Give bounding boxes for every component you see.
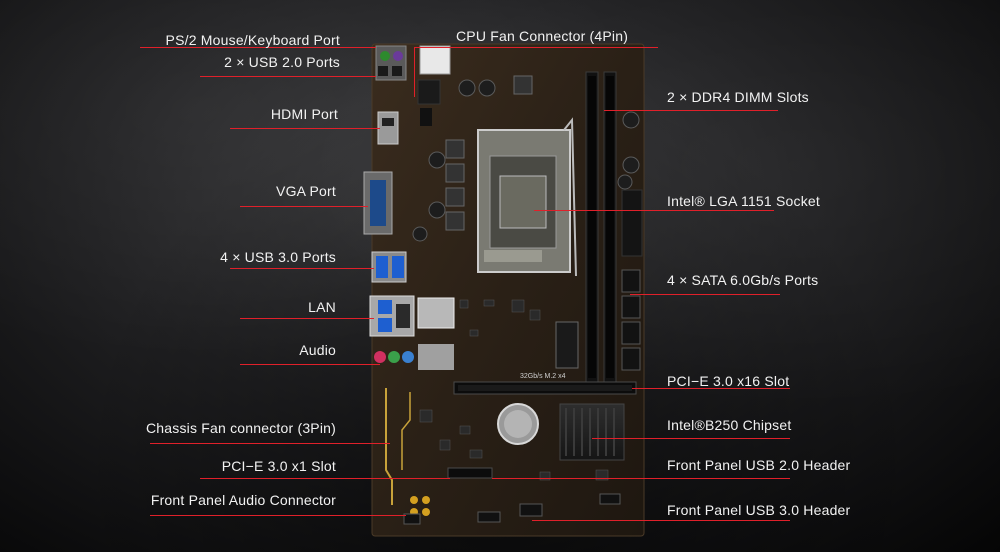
label-chipset: Intel®B250 Chipset bbox=[667, 417, 792, 433]
label-dimm-slots: 2 × DDR4 DIMM Slots bbox=[667, 89, 809, 105]
label-usb3-ports: 4 × USB 3.0 Ports bbox=[220, 249, 336, 265]
label-hdmi-port: HDMI Port bbox=[270, 106, 338, 122]
label-lga-socket: Intel® LGA 1151 Socket bbox=[667, 193, 820, 209]
label-usb2-ports: 2 × USB 2.0 Ports bbox=[224, 54, 340, 70]
label-front-audio: Front Panel Audio Connector bbox=[150, 492, 336, 508]
pcb-board bbox=[371, 43, 645, 537]
usb3-header bbox=[519, 503, 543, 517]
pointer-line-cpu-fan bbox=[414, 47, 658, 48]
pcie-x1-slot bbox=[447, 467, 493, 479]
pointer-line-chipset bbox=[592, 438, 790, 439]
pointer-line-usb3 bbox=[230, 268, 374, 269]
m2-marking: 32Gb/s M.2 x4 bbox=[520, 373, 566, 380]
pointer-line-dimm bbox=[604, 110, 778, 111]
label-usb3-header: Front Panel USB 3.0 Header bbox=[667, 502, 851, 518]
pointer-line-chassis-fan bbox=[150, 443, 390, 444]
pointer-line-lan bbox=[240, 318, 374, 319]
pointer-line-pcie-x1 bbox=[200, 478, 450, 479]
m2-slot bbox=[555, 321, 579, 369]
pointer-line-usb2 bbox=[200, 76, 376, 77]
pointer-line-audio bbox=[240, 364, 380, 365]
pointer-line-vga bbox=[240, 206, 368, 207]
label-cpu-fan: CPU Fan Connector (4Pin) bbox=[456, 28, 629, 44]
audio-jack-pink bbox=[374, 351, 386, 363]
pointer-line-sata bbox=[630, 294, 780, 295]
pointer-line-usb2-header bbox=[492, 478, 790, 479]
pointer-line-pcie-x16 bbox=[632, 388, 790, 389]
label-pcie-x1: PCI−E 3.0 x1 Slot bbox=[221, 458, 336, 474]
label-vga-port: VGA Port bbox=[276, 183, 336, 199]
front-audio-header bbox=[403, 513, 421, 525]
pointer-line-ps2 bbox=[140, 47, 376, 48]
label-pcie-x16: PCI−E 3.0 x16 Slot bbox=[667, 373, 790, 389]
atx-power bbox=[621, 189, 643, 257]
audio-jack-green bbox=[388, 351, 400, 363]
pointer-vline-cpu-fan bbox=[414, 47, 415, 97]
label-sata-ports: 4 × SATA 6.0Gb/s Ports bbox=[667, 272, 819, 288]
pointer-line-usb3-header bbox=[532, 520, 790, 521]
pointer-line-hdmi bbox=[230, 128, 380, 129]
pointer-line-socket bbox=[534, 210, 774, 211]
hdmi-port bbox=[377, 111, 399, 145]
audio-shield bbox=[418, 344, 454, 370]
label-audio: Audio bbox=[299, 342, 336, 358]
label-chassis-fan: Chassis Fan connector (3Pin) bbox=[145, 420, 336, 436]
label-lan: LAN bbox=[308, 299, 336, 315]
lan-chip bbox=[417, 297, 455, 329]
audio-jack-blue bbox=[402, 351, 414, 363]
pointer-line-front-audio bbox=[150, 515, 406, 516]
label-ps2-port: PS/2 Mouse/Keyboard Port bbox=[165, 32, 340, 48]
usb2-header bbox=[477, 511, 501, 523]
cpu-fan-connector bbox=[419, 45, 451, 75]
label-usb2-header: Front Panel USB 2.0 Header bbox=[667, 457, 851, 473]
